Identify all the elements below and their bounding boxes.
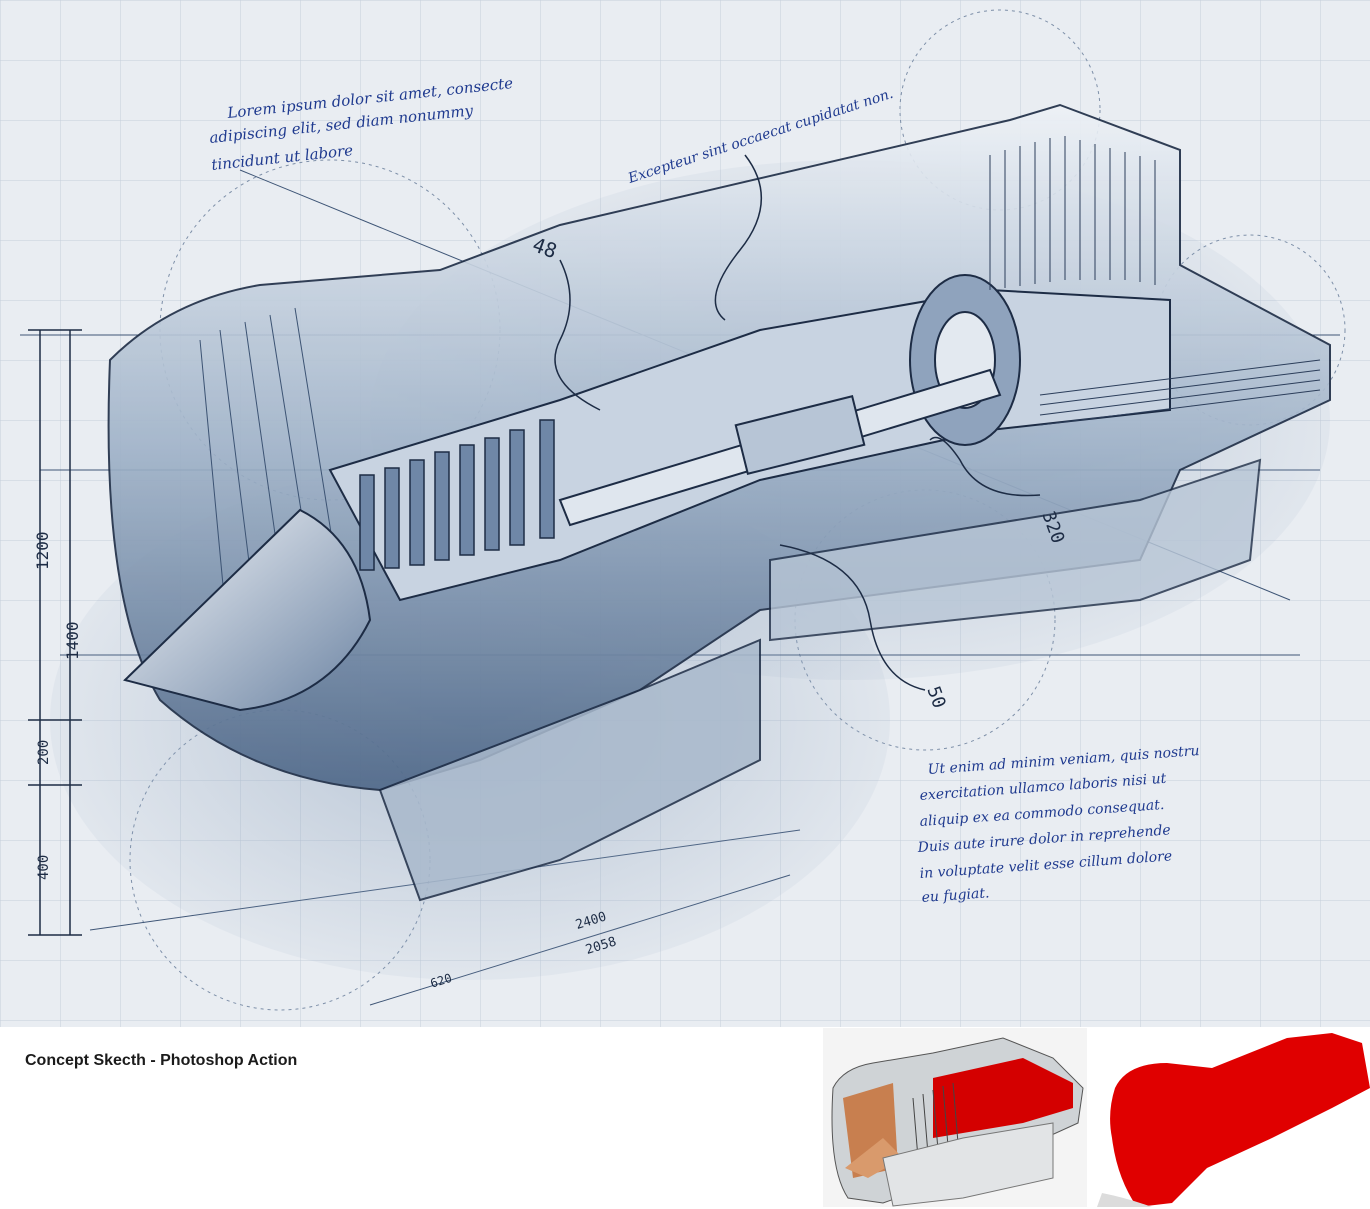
dimension-200: 200 [36, 740, 52, 765]
callout-leaders [554, 154, 1041, 691]
mask-thumbnail [1097, 1028, 1370, 1207]
jet-engine-cutaway [107, 103, 1331, 902]
vertical-dimension-chain [28, 329, 82, 936]
caption-title: Concept Skecth - Photoshop Action [25, 1052, 298, 1069]
sketch-illustration: 48 320 50 1200 1400 200 400 2400 2058 62… [0, 0, 1370, 1027]
dimension-400: 400 [36, 855, 52, 880]
jet-engine-sketch: 48 320 50 1200 1400 200 400 2400 2058 62… [0, 0, 1370, 1027]
dimension-620: 620 [429, 971, 454, 991]
svg-text:eu fugiat.: eu fugiat. [921, 885, 990, 906]
render-thumbnail [823, 1028, 1087, 1207]
dimension-1200: 1200 [33, 531, 52, 570]
dimension-1400: 1400 [63, 621, 82, 660]
